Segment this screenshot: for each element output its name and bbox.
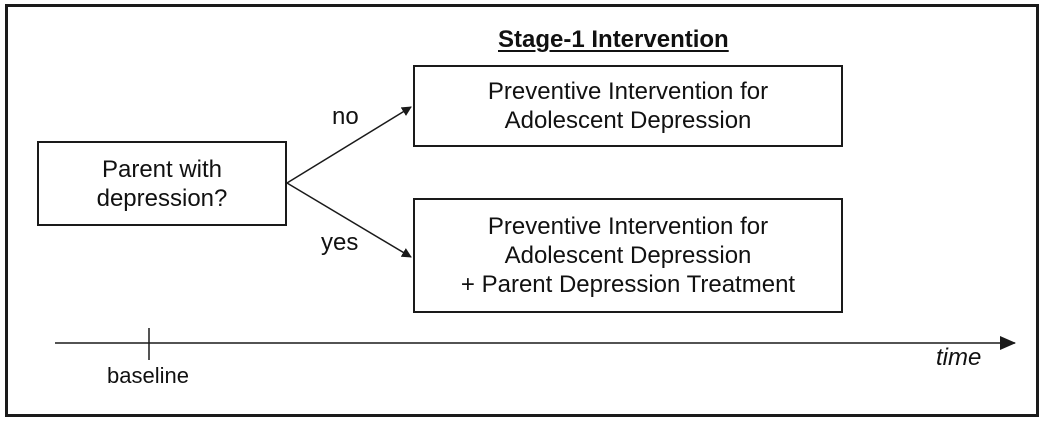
stage-title: Stage-1 Intervention [498, 26, 729, 53]
intervention-yes-line-2: Adolescent Depression [504, 242, 752, 269]
diagram-frame [5, 4, 1039, 417]
intervention-no-line-2: Adolescent Depression [504, 107, 752, 134]
branch-yes-label: yes [321, 229, 359, 256]
decision-box-line-2: depression? [96, 184, 228, 212]
branch-no-label: no [332, 103, 359, 130]
timeline-axis-label: time [936, 344, 982, 371]
baseline-tick-label: baseline [107, 363, 189, 388]
intervention-yes-line-3: + Parent Depression Treatment [460, 271, 796, 298]
intervention-yes-line-1: Preventive Intervention for [487, 213, 769, 240]
intervention-box-no: Preventive Intervention for Adolescent D… [413, 65, 843, 147]
intervention-no-line-1: Preventive Intervention for [487, 78, 769, 105]
decision-box-line-1: Parent with [101, 155, 223, 183]
decision-box-parent-depression: Parent with depression? [37, 141, 287, 226]
intervention-box-yes: Preventive Intervention for Adolescent D… [413, 198, 843, 313]
